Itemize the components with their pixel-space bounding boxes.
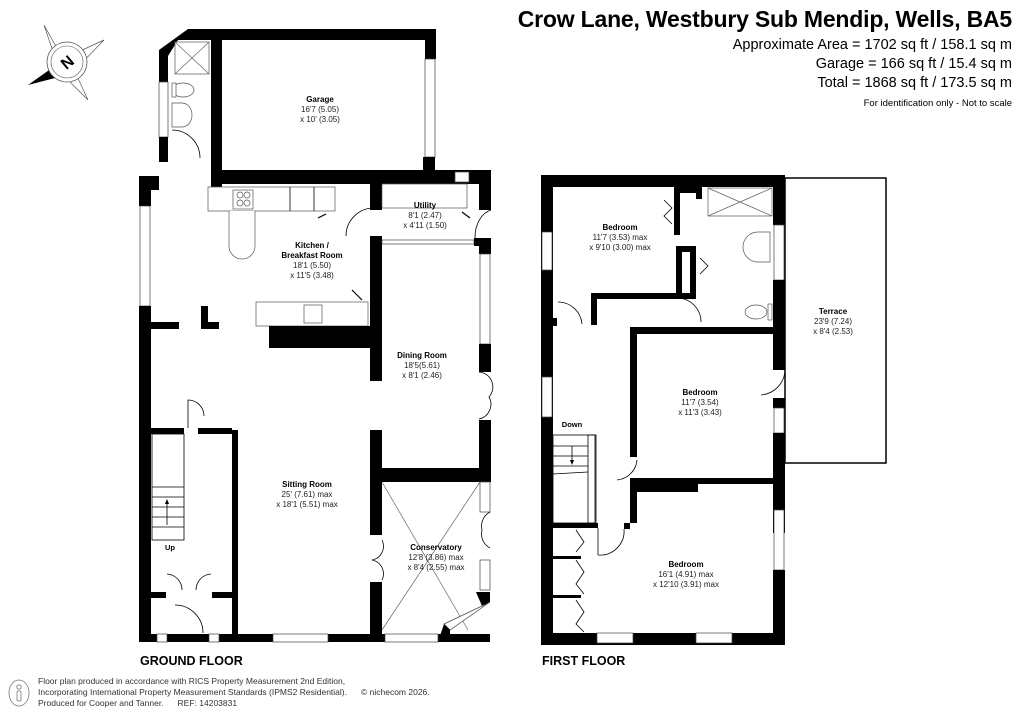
svg-text:Dining Room: Dining Room [397,351,447,360]
svg-text:25' (7.61) max: 25' (7.61) max [282,490,333,499]
svg-text:Bedroom: Bedroom [668,560,703,569]
property-title: Crow Lane, Westbury Sub Mendip, Wells, B… [517,6,1012,32]
svg-text:FIRST FLOOR: FIRST FLOOR [542,654,625,668]
svg-text:x 9'10 (3.00) max: x 9'10 (3.00) max [589,243,651,252]
ground-floor-plan: Garage 16'7 (5.05) x 10' (3.05) Kitchen … [139,29,494,668]
svg-text:8'1 (2.47): 8'1 (2.47) [408,211,442,220]
footer-line-1: Floor plan produced in accordance with R… [38,676,346,686]
svg-text:Conservatory: Conservatory [410,543,462,552]
svg-text:x 10' (3.05): x 10' (3.05) [300,115,340,124]
svg-text:18'5(5.61): 18'5(5.61) [404,361,440,370]
svg-text:23'9 (7.24): 23'9 (7.24) [814,317,852,326]
svg-text:Down: Down [562,420,583,429]
north-compass-icon: N [28,24,105,101]
svg-text:x 8'4 (2.53): x 8'4 (2.53) [813,327,853,336]
footer-line-2: Incorporating International Property Mea… [38,687,347,697]
svg-text:Bedroom: Bedroom [682,388,717,397]
svg-text:x 4'11 (1.50): x 4'11 (1.50) [403,221,447,230]
svg-text:Utility: Utility [414,201,437,210]
svg-text:x 12'10 (3.91) max: x 12'10 (3.91) max [653,580,719,589]
svg-text:Sitting Room: Sitting Room [282,480,332,489]
total-area: Total = 1868 sq ft / 173.5 sq m [817,75,1012,91]
first-floor-plan: Terrace 23'9 (7.24) x 8'4 (2.53) Bedroom… [541,175,887,668]
reference: REF: 14203831 [177,698,238,708]
svg-text:16'7 (5.05): 16'7 (5.05) [301,105,339,114]
svg-text:Garage: Garage [306,95,334,104]
footer-text: Floor plan produced in accordance with R… [38,676,430,709]
svg-text:Breakfast Room: Breakfast Room [281,251,342,260]
svg-text:x 11'3 (3.43): x 11'3 (3.43) [678,408,722,417]
svg-text:Kitchen /: Kitchen / [295,241,330,250]
svg-text:16'1 (4.91) max: 16'1 (4.91) max [658,570,713,579]
svg-text:x 18'1 (5.51) max: x 18'1 (5.51) max [276,500,338,509]
copyright: © nichecom 2026. [361,687,430,697]
svg-text:11'7 (3.54): 11'7 (3.54) [681,398,719,407]
garage-area: Garage = 166 sq ft / 15.4 sq m [815,56,1012,72]
disclaimer: For identification only - Not to scale [863,98,1012,109]
svg-text:18'1 (5.50): 18'1 (5.50) [293,261,331,270]
svg-text:Up: Up [165,543,175,552]
svg-text:GROUND FLOOR: GROUND FLOOR [140,654,243,668]
svg-text:x 11'5 (3.48): x 11'5 (3.48) [290,271,334,280]
svg-text:Bedroom: Bedroom [602,223,637,232]
footer: Floor plan produced in accordance with R… [8,676,430,709]
produced-for: Produced for Cooper and Tanner. [38,698,164,708]
svg-text:12'8 (3.86) max: 12'8 (3.86) max [408,553,463,562]
svg-text:x 8'4 (2.55) max: x 8'4 (2.55) max [407,563,464,572]
svg-text:11'7 (3.53) max: 11'7 (3.53) max [593,233,648,242]
approximate-area: Approximate Area = 1702 sq ft / 158.1 sq… [732,37,1012,53]
header: Crow Lane, Westbury Sub Mendip, Wells, B… [518,0,1012,113]
svg-text:x 8'1 (2.46): x 8'1 (2.46) [402,371,442,380]
svg-text:Terrace: Terrace [819,307,848,316]
person-info-icon [8,679,30,706]
